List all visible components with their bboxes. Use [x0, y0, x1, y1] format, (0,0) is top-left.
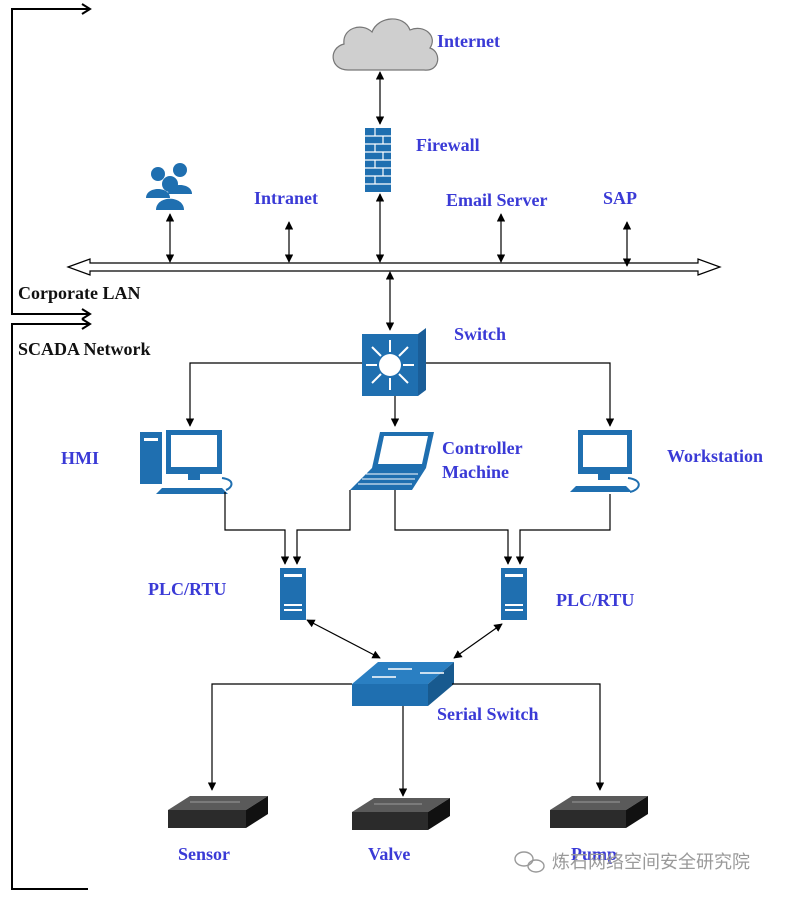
intranet-label: Intranet [254, 188, 318, 208]
switch-icon [362, 328, 426, 396]
hmi-label: HMI [61, 448, 99, 468]
scada-zone-bracket [11, 318, 92, 890]
serial-switch-icon [352, 662, 454, 706]
sensor-device-icon [168, 796, 268, 828]
serial-switch-label: Serial Switch [437, 704, 539, 724]
workstation-label: Workstation [667, 446, 763, 466]
plc-rtu-left-label: PLC/RTU [148, 579, 226, 599]
valve-label: Valve [368, 844, 410, 864]
plc-rtu-right-icon [501, 568, 527, 620]
controller-laptop-icon [350, 432, 434, 490]
serial-sensor-link [207, 683, 352, 791]
email-server-label: Email Server [446, 190, 547, 210]
watermark: 炼石网络空间安全研究院 [514, 851, 750, 873]
serial-pump-link [452, 683, 605, 791]
pump-device-icon [550, 796, 648, 828]
plc-left-serial-link [306, 619, 381, 659]
watermark-text: 炼石网络空间安全研究院 [552, 852, 750, 873]
plc-right-serial-link [453, 623, 503, 659]
plc-rtu-left-icon [280, 568, 306, 620]
firewall-icon [365, 128, 391, 192]
switch-workstation-link [426, 362, 615, 427]
pump-label: Pump [571, 844, 617, 864]
internet-label: Internet [437, 31, 500, 51]
internet-cloud-icon [332, 18, 439, 71]
controller-plc-right-link [394, 490, 513, 565]
corporate-lan-bus [66, 258, 722, 276]
firewall-label: Firewall [416, 135, 480, 155]
workstation-plc-right-link [515, 494, 611, 565]
corporate-zone-bracket [11, 3, 92, 320]
hmi-computer-icon [140, 430, 233, 494]
scada-network-label: SCADA Network [18, 339, 151, 359]
controller-plc-left-link [292, 490, 351, 565]
wechat-logo-icon [514, 851, 545, 873]
users-group-icon [146, 163, 192, 210]
hmi-plc-left-link [224, 492, 290, 565]
sap-label: SAP [603, 188, 637, 208]
controller-machine-label-line1: Controller [442, 438, 523, 458]
controller-machine-label-line2: Machine [442, 462, 509, 482]
corporate-lan-label: Corporate LAN [18, 283, 140, 303]
workstation-computer-icon [570, 430, 640, 493]
switch-hmi-link [185, 362, 362, 427]
sensor-label: Sensor [178, 844, 230, 864]
switch-label: Switch [454, 324, 506, 344]
valve-device-icon [352, 798, 450, 830]
plc-rtu-right-label: PLC/RTU [556, 590, 634, 610]
